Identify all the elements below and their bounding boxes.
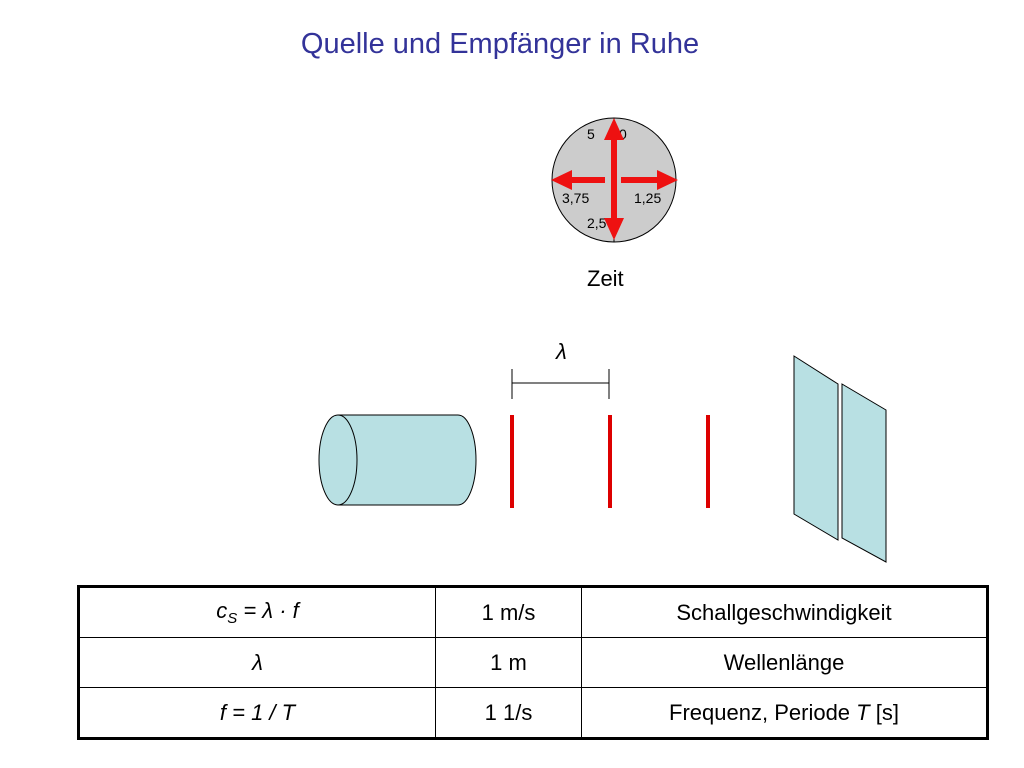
receiver-panel-front	[841, 383, 887, 563]
parameter-table: cS = λ · f 1 m/s Schallgeschwindigkeit λ…	[77, 585, 989, 740]
description-unit: [s]	[869, 699, 899, 725]
value-cell: 1 1/s	[435, 687, 582, 739]
formula-var-c: c	[216, 598, 228, 623]
description-var: T	[856, 699, 870, 725]
arrow-down-head	[604, 218, 624, 240]
clock: 5 0 3,75 1,25 2,5 Zeit	[551, 117, 678, 291]
wavefronts	[510, 415, 710, 508]
sound-source-cylinder	[318, 414, 477, 506]
wavefront	[706, 415, 710, 508]
cylinder-body	[337, 414, 477, 506]
description-cell: Wellenlänge	[581, 637, 988, 688]
formula-subscript: S	[227, 610, 238, 627]
table-row: λ 1 m Wellenlänge	[78, 637, 988, 688]
description-cell: Schallgeschwindigkeit	[581, 586, 988, 638]
clock-label-1-25: 1,25	[634, 190, 661, 206]
receiver-panel-back	[793, 355, 839, 541]
arrow-right-shaft	[621, 177, 659, 183]
lambda-label: λ	[555, 339, 567, 364]
arrow-right-head	[657, 170, 678, 190]
formula-cell: λ	[78, 637, 436, 688]
clock-label-5: 5	[587, 126, 595, 142]
receiver	[793, 355, 887, 563]
clock-label-0: 0	[619, 126, 627, 142]
arrow-vertical-shaft	[611, 137, 617, 221]
table-row: cS = λ · f 1 m/s Schallgeschwindigkeit	[78, 586, 988, 638]
arrow-left-head	[551, 170, 572, 190]
value-cell: 1 m	[435, 637, 582, 688]
formula-cell: f = 1 / T	[78, 687, 436, 739]
wavefront	[608, 415, 612, 508]
arrow-up-head	[604, 118, 624, 140]
wavefront	[510, 415, 514, 508]
description-text: Frequenz, Periode	[669, 699, 857, 725]
value-cell: 1 m/s	[435, 586, 582, 638]
formula-cell: cS = λ · f	[78, 586, 436, 638]
clock-label-2-5: 2,5	[587, 215, 607, 231]
wavelength-marker: λ	[511, 339, 610, 399]
cylinder-face	[318, 414, 358, 506]
description-cell: Frequenz, Periode T [s]	[581, 687, 988, 739]
clock-label-3-75: 3,75	[562, 190, 589, 206]
diagram-canvas: 5 0 3,75 1,25 2,5 Zeit λ	[318, 117, 887, 563]
clock-caption: Zeit	[587, 266, 624, 291]
clock-arrows	[551, 118, 678, 240]
arrow-left-shaft	[569, 177, 605, 183]
formula-rest: = λ · f	[237, 598, 299, 623]
page-title: Quelle und Empfänger in Ruhe	[300, 28, 700, 60]
table-row: f = 1 / T 1 1/s Frequenz, Periode T [s]	[78, 687, 988, 739]
